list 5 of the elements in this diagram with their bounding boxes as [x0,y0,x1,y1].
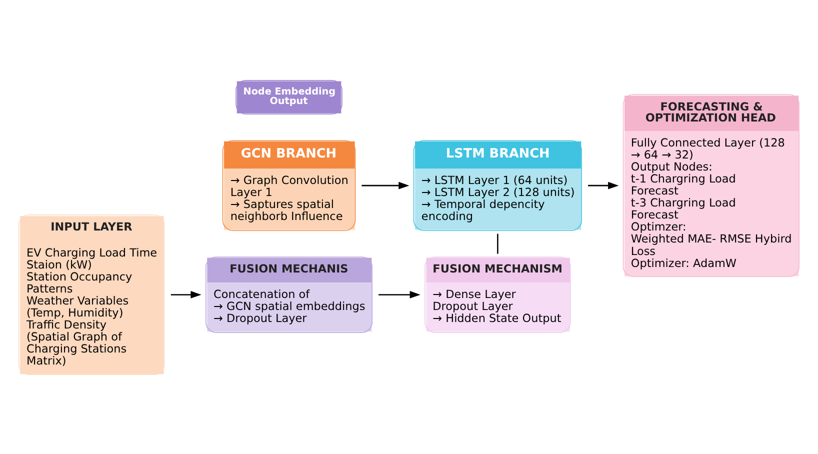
arrow [362,181,410,189]
arrow [170,290,202,298]
arrow [588,181,619,189]
arrow [378,290,420,298]
connector [497,233,498,254]
